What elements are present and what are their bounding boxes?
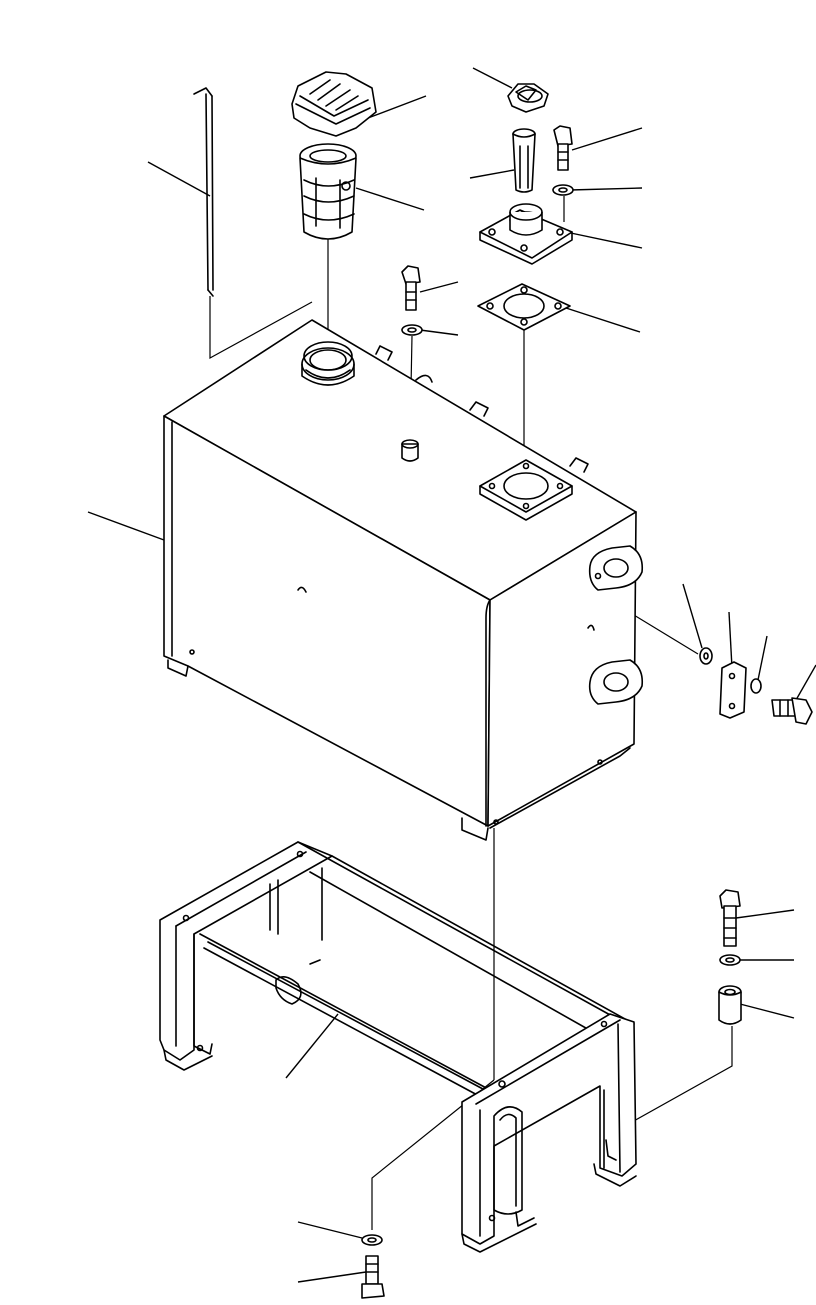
- bolt: [771, 697, 813, 725]
- filler-cap: [291, 71, 377, 137]
- washer: [750, 678, 762, 694]
- washer: [361, 1234, 383, 1246]
- leader-line: [419, 281, 459, 293]
- filler-strainer: [299, 143, 357, 240]
- leader-line: [297, 1221, 363, 1239]
- leader-line: [285, 1013, 339, 1079]
- washer: [552, 184, 574, 196]
- adapter: [512, 128, 536, 193]
- leader-lines: [87, 67, 816, 1283]
- bolt: [553, 125, 573, 171]
- tank-stand: [159, 841, 637, 1253]
- bolt: [719, 889, 741, 947]
- leader-line: [795, 664, 816, 701]
- leader-line: [87, 511, 165, 541]
- plate: [719, 661, 747, 719]
- washer: [699, 647, 713, 665]
- leader-line: [367, 95, 427, 119]
- bolt: [361, 1255, 385, 1299]
- oil-level-gauge-rod: [193, 87, 313, 360]
- leader-line: [419, 329, 459, 336]
- leader-line: [757, 635, 768, 681]
- leader-line: [735, 909, 795, 919]
- leader-line: [469, 169, 515, 179]
- breather: [507, 83, 549, 113]
- washer: [401, 324, 423, 336]
- leader-line: [147, 161, 211, 197]
- leader-line: [297, 1271, 367, 1283]
- leader-line: [355, 187, 425, 211]
- leader-line: [565, 307, 641, 333]
- spacer: [718, 985, 742, 1025]
- flange: [479, 203, 573, 265]
- leader-line: [472, 67, 513, 89]
- gasket: [477, 283, 571, 331]
- leader-line: [565, 231, 643, 249]
- leader-line: [569, 187, 643, 191]
- leader-line: [728, 611, 733, 669]
- leader-line: [682, 583, 703, 649]
- washer: [719, 954, 741, 966]
- leader-line: [739, 1003, 795, 1019]
- leader-line: [571, 127, 643, 151]
- hydraulic-tank: [163, 319, 644, 841]
- bolt: [401, 265, 421, 311]
